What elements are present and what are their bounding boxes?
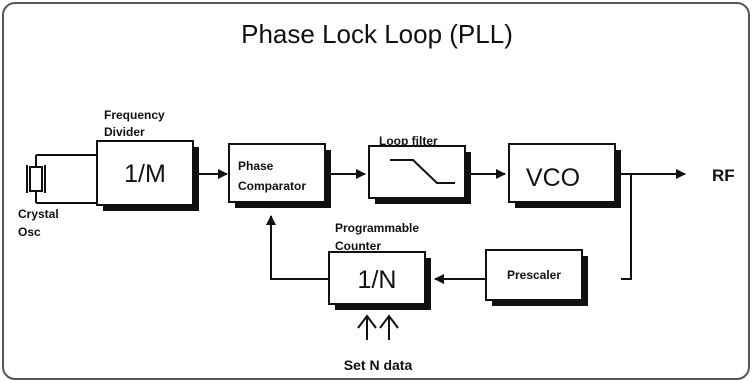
programmable-counter-caption-line2: Counter [335,239,381,253]
divider-m-block [96,140,194,206]
divider-n-label: 1/N [358,266,397,294]
loop-filter-block [368,145,466,199]
programmable-counter-caption: Programmable [335,221,419,235]
phase-comparator-label-line2: Comparator [238,179,306,193]
divider-m-label: 1/M [124,160,166,188]
loop-filter-caption: Loop filter [379,134,438,148]
prescaler-label: Prescaler [507,268,561,282]
phase-comparator-block [228,143,326,203]
set-n-data-arrows [357,314,399,340]
feedback-line-to-prescaler [621,174,632,280]
vco-block [508,143,616,203]
lowpass-filter-icon [390,159,455,184]
rf-output-label: RF [712,166,735,185]
crystal-oscillator-icon [26,154,97,204]
phase-comparator-label: Phase [238,159,274,173]
frequency-divider-caption: Frequency [104,108,165,122]
crystal-osc-label-line2: Osc [18,225,41,239]
prescaler-block [485,249,583,301]
crystal-osc-label: Crystal [18,207,59,221]
feedback-line-to-comparator [266,215,329,280]
vco-label: VCO [526,164,580,192]
diagram-border [2,2,750,380]
divider-n-block [328,251,426,305]
diagram-title: Phase Lock Loop (PLL) [241,19,513,49]
set-n-data-label: Set N data [344,357,413,373]
frequency-divider-caption-line2: Divider [104,125,145,139]
